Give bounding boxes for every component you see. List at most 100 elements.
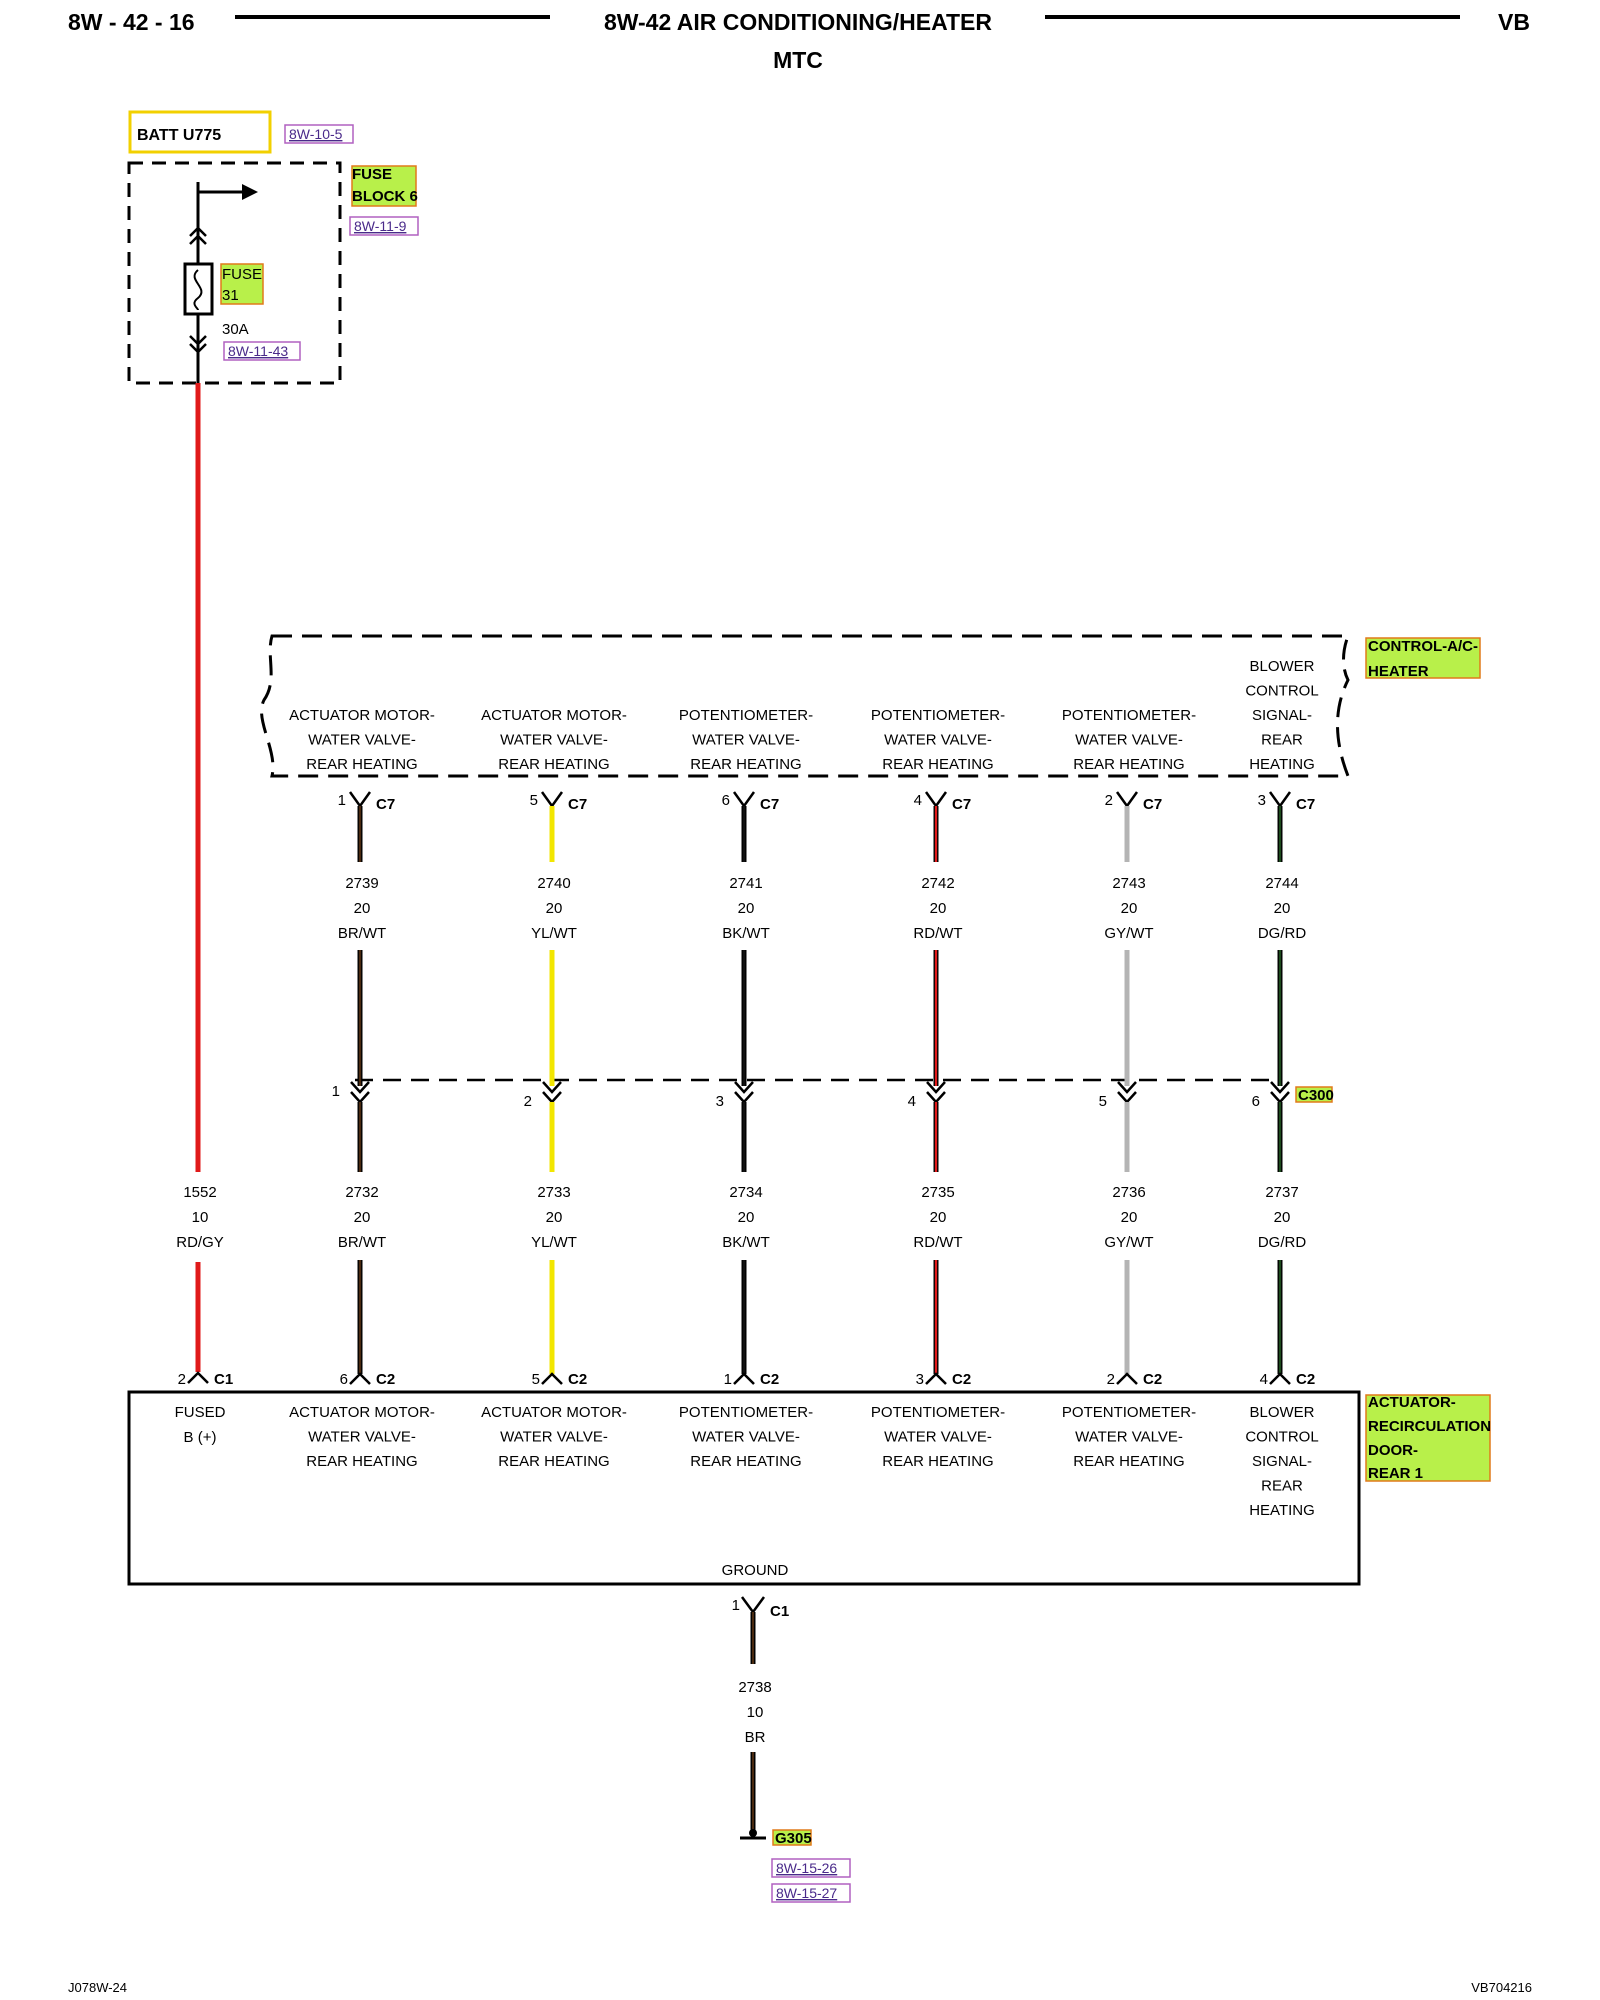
c2-cavity-6: 4 [1260, 1371, 1268, 1388]
c2-cavity-2: 5 [532, 1371, 540, 1388]
fuse-label-1: FUSE [222, 266, 262, 283]
actuator-pin-6-label-line: HEATING [1249, 1502, 1315, 1519]
actuator-pin-6-label-line: BLOWER [1249, 1404, 1314, 1421]
ground-pin-connector: C1 [770, 1603, 789, 1620]
page-subtitle: MTC [773, 47, 823, 73]
lower-wire-gauge-4: 20 [930, 1209, 947, 1226]
lower-wire-circuit-4: 2735 [921, 1184, 954, 1201]
lower-wire-gauge-2: 20 [546, 1209, 563, 1226]
ground-ref-box-2[interactable] [771, 1883, 851, 1903]
actuator-label-2: RECIRCULATION [1368, 1418, 1491, 1435]
ground-label: GROUND [722, 1562, 789, 1579]
upper-wire-circuit-6: 2744 [1265, 875, 1298, 892]
upper-wire-color-code-3: BK/WT [722, 925, 770, 942]
feed-wire-color-code: RD/GY [176, 1234, 224, 1251]
lower-wire-color-code-5: GY/WT [1104, 1234, 1153, 1251]
c7-cavity-4: 4 [914, 792, 922, 809]
ground-symbol-dot [749, 1829, 757, 1837]
c7-connector-1: C7 [376, 796, 395, 813]
lower-wire-circuit-2: 2733 [537, 1184, 570, 1201]
upper-wire-circuit-2: 2740 [537, 875, 570, 892]
actuator-label-4: REAR 1 [1368, 1465, 1423, 1482]
ground-wire-gauge: 10 [747, 1704, 764, 1721]
c2-connector-1: C2 [376, 1371, 395, 1388]
feed-pin-connector-icon [187, 1371, 209, 1384]
lower-wire-circuit-1: 2732 [345, 1184, 378, 1201]
lower-wire-gauge-1: 20 [354, 1209, 371, 1226]
fuse-ref-box[interactable] [223, 341, 301, 361]
ground-point-tag [772, 1829, 812, 1846]
lower-wire-gauge-6: 20 [1274, 1209, 1291, 1226]
actuator-pin-5-label-line: REAR HEATING [1073, 1453, 1184, 1470]
fuse-block-tag [351, 165, 417, 207]
control-pin-4-label-line: REAR HEATING [882, 756, 993, 773]
control-pin-5-label-line: POTENTIOMETER- [1062, 707, 1196, 724]
feed-wire-circuit: 1552 [183, 1184, 216, 1201]
c7-connector-6: C7 [1296, 796, 1315, 813]
upper-wire-circuit-3: 2741 [729, 875, 762, 892]
upper-wire-color-code-4: RD/WT [913, 925, 962, 942]
c7-pin-connector-icon [1115, 791, 1139, 809]
upper-wire-circuit-5: 2743 [1112, 875, 1145, 892]
actuator-pin-1-label-line: WATER VALVE- [308, 1429, 416, 1446]
control-module-label-1: CONTROL-A/C- [1368, 638, 1478, 655]
actuator-pin-4-label-line: WATER VALVE- [884, 1429, 992, 1446]
actuator-pin-2-label-line: ACTUATOR MOTOR- [481, 1404, 627, 1421]
feed-wire-gauge: 10 [192, 1209, 209, 1226]
c300-cavity-4: 4 [908, 1093, 916, 1110]
upper-wire-gauge-3: 20 [738, 900, 755, 917]
ground-ref-box-1[interactable] [771, 1858, 851, 1878]
actuator-pin-2-label-line: REAR HEATING [498, 1453, 609, 1470]
upper-wire-circuit-1: 2739 [345, 875, 378, 892]
fuse-rating: 30A [222, 321, 249, 338]
ground-ref-link-2[interactable]: 8W-15-27 [776, 1885, 837, 1901]
batt-label-box [128, 110, 272, 154]
upper-wire-color-code-1: BR/WT [338, 925, 386, 942]
c2-connector-6: C2 [1296, 1371, 1315, 1388]
c7-cavity-3: 6 [722, 792, 730, 809]
fuse-symbol [183, 262, 214, 316]
ground-ref-link-1[interactable]: 8W-15-26 [776, 1860, 837, 1876]
lower-wire-gauge-5: 20 [1121, 1209, 1138, 1226]
control-pin-6-label-line: REAR [1261, 732, 1303, 749]
actuator-pin-6-label-line: CONTROL [1245, 1429, 1318, 1446]
c2-pin-connector-icon [349, 1372, 371, 1385]
batt-ref-box[interactable] [284, 124, 354, 144]
c7-cavity-2: 5 [530, 792, 538, 809]
c7-connector-2: C7 [568, 796, 587, 813]
upper-wire-color-code-5: GY/WT [1104, 925, 1153, 942]
lower-wire-color-code-4: RD/WT [913, 1234, 962, 1251]
fuse-ref-link[interactable]: 8W-11-43 [228, 343, 288, 359]
lower-wire-circuit-6: 2737 [1265, 1184, 1298, 1201]
control-pin-3-label-line: POTENTIOMETER- [679, 707, 813, 724]
fuse-label-2: 31 [222, 287, 239, 304]
actuator-pin-6-label-line: SIGNAL- [1252, 1453, 1312, 1470]
c2-cavity-1: 6 [340, 1371, 348, 1388]
control-pin-6-label-line: SIGNAL- [1252, 707, 1312, 724]
control-module-outline [260, 634, 1351, 778]
c7-cavity-5: 2 [1105, 792, 1113, 809]
fuse-tag [220, 263, 264, 305]
c2-pin-connector-icon [541, 1372, 563, 1385]
actuator-pin-4-label-line: REAR HEATING [882, 1453, 993, 1470]
control-pin-6-label-line: BLOWER [1249, 658, 1314, 675]
control-pin-6-label-line: HEATING [1249, 756, 1315, 773]
splice-arrow-icon [242, 184, 258, 200]
fuse-block-ref-box[interactable] [349, 216, 419, 236]
ground-wire-circuit: 2738 [738, 1679, 771, 1696]
control-pin-1-label-line: ACTUATOR MOTOR- [289, 707, 435, 724]
fuse-block-ref-link[interactable]: 8W-11-9 [354, 218, 407, 234]
batt-ref-link[interactable]: 8W-10-5 [289, 126, 343, 142]
actuator-module-tag [1365, 1394, 1491, 1482]
page-title: 8W-42 AIR CONDITIONING/HEATER [604, 9, 992, 35]
upper-wire-circuit-4: 2742 [921, 875, 954, 892]
c7-pin-connector-icon [732, 791, 756, 809]
c7-connector-3: C7 [760, 796, 779, 813]
c300-tag [1295, 1086, 1333, 1103]
upper-wire-gauge-6: 20 [1274, 900, 1291, 917]
upper-wire-gauge-5: 20 [1121, 900, 1138, 917]
upper-wire-color-code-6: DG/RD [1258, 925, 1307, 942]
